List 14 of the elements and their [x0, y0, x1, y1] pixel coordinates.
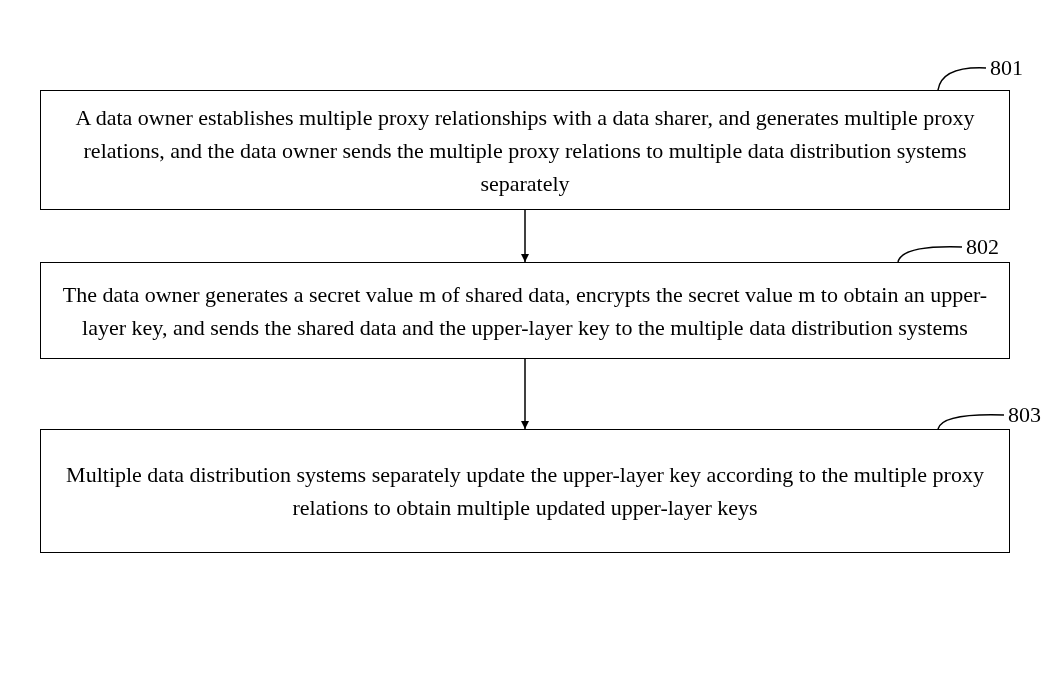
callout-number: 803 [1008, 403, 1041, 427]
callout-number: 801 [990, 56, 1023, 80]
process-box [40, 262, 1010, 359]
leader-line [897, 246, 963, 263]
process-box [40, 90, 1010, 210]
step-text: Multiple data distribution systems separately update the upper-layer key according to the multiple proxy relations to obtain multiple updated upper-layer keys [65, 461, 985, 522]
process-box [40, 429, 1010, 553]
leader-line [937, 414, 1005, 430]
leader-line [937, 67, 987, 91]
arrow [521, 209, 529, 263]
arrow [521, 358, 529, 430]
step-text: The data owner generates a secret value m of shared data, encrypts the secret value m to obtain an upper-layer key, and sends the shared data and the upper-layer key to the multiple data distribution systems [61, 280, 989, 342]
callout-number: 802 [966, 235, 999, 259]
step-text: A data owner establishes multiple proxy relationships with a data sharer, and generates multiple proxy relations, and the data owner sends the multiple proxy relations to multiple data distribution systems separately [74, 103, 976, 198]
